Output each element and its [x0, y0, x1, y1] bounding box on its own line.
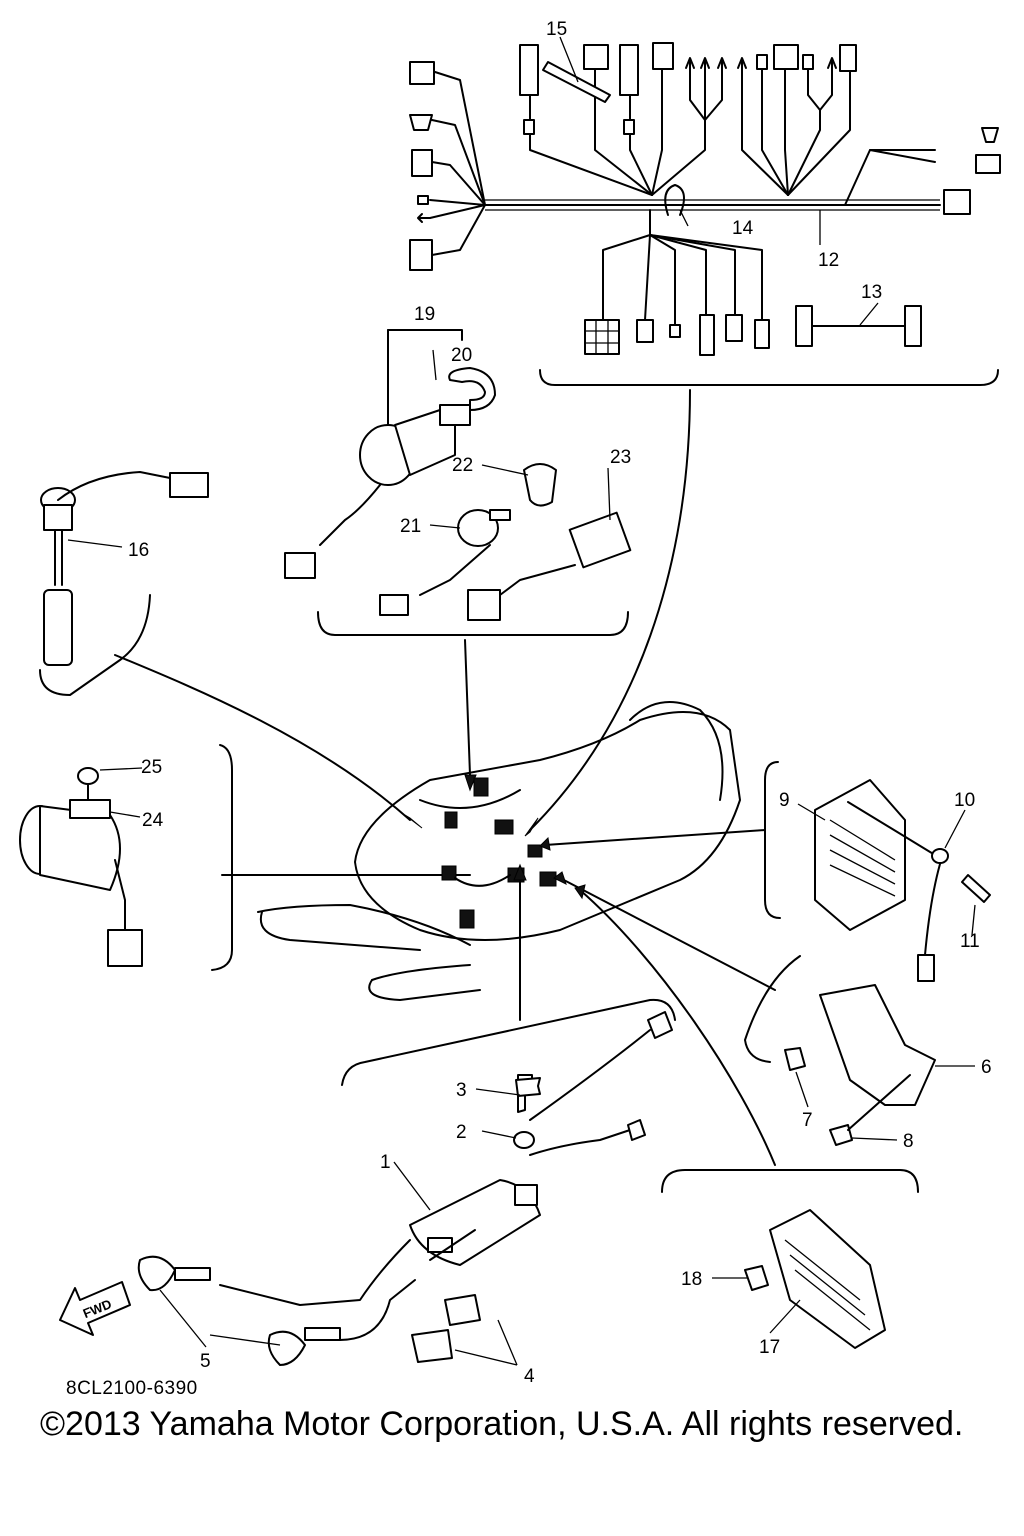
callout-1: 1 — [380, 1152, 391, 1173]
callout-25: 25 — [141, 757, 162, 778]
copyright-notice: ©2013 Yamaha Motor Corporation, U.S.A. A… — [40, 1405, 964, 1443]
callout-6: 6 — [981, 1057, 992, 1078]
actuator-group — [19, 744, 471, 971]
callout-22: 22 — [452, 455, 473, 476]
cdi-group — [553, 871, 936, 1146]
diagram-reference-code: 8CL2100-6390 — [66, 1378, 198, 1399]
ignition-coil-group — [137, 863, 676, 1366]
fuel-sender-group — [39, 471, 423, 829]
switch-group — [284, 329, 632, 792]
callout-24: 24 — [142, 810, 164, 831]
wire-harness-group — [409, 42, 1001, 837]
forward-direction-arrow: FWD — [59, 1281, 131, 1336]
callout-18: 18 — [681, 1269, 702, 1290]
callout-4: 4 — [524, 1366, 535, 1387]
callout-10: 10 — [954, 790, 975, 811]
callout-12: 12 — [818, 250, 839, 271]
callout-14: 14 — [732, 218, 754, 239]
callout-19: 19 — [414, 304, 435, 325]
callout-7: 7 — [802, 1110, 813, 1131]
snowmobile-outline — [257, 701, 741, 1001]
regulator-group — [574, 884, 919, 1349]
rectifier-group — [539, 761, 991, 982]
leader-lines — [67, 36, 976, 1366]
callout-21: 21 — [400, 516, 421, 537]
callout-numbers: 1 2 3 4 5 6 7 8 9 10 11 12 13 14 15 16 1… — [128, 19, 992, 1387]
callout-2: 2 — [456, 1122, 467, 1143]
callout-9: 9 — [779, 790, 790, 811]
callout-23: 23 — [610, 447, 631, 468]
callout-3: 3 — [456, 1080, 467, 1101]
callout-8: 8 — [903, 1131, 914, 1152]
callout-20: 20 — [451, 345, 472, 366]
callout-15: 15 — [546, 19, 567, 40]
callout-16: 16 — [128, 540, 149, 561]
callout-17: 17 — [759, 1337, 780, 1358]
callout-5: 5 — [200, 1351, 211, 1372]
callout-13: 13 — [861, 282, 882, 303]
callout-11: 11 — [960, 931, 980, 952]
